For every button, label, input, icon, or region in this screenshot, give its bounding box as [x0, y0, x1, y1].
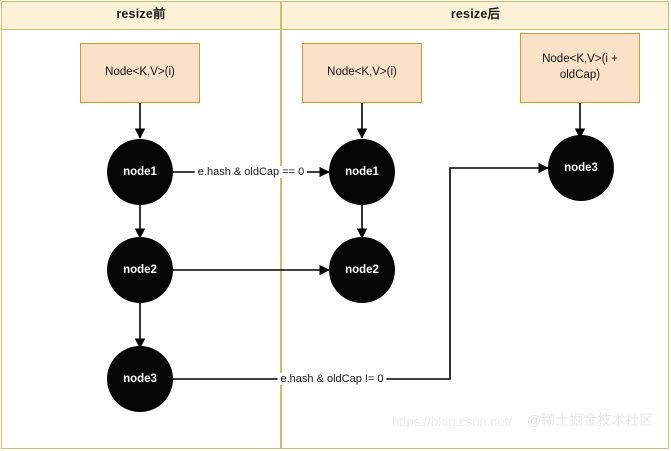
edge-label-low-condition: e.hash & oldCap == 0 — [194, 166, 308, 178]
before-node-node2[interactable]: node2 — [107, 237, 173, 303]
after-node-node1[interactable]: node1 — [329, 139, 395, 205]
header-band — [1, 1, 669, 30]
watermark-brand: @稀土掘金技术社区 — [527, 412, 654, 428]
after-low-bucket-box[interactable]: Node<K,V>(i) — [302, 43, 422, 103]
watermark-url: https://blog.csdn.net/ — [392, 414, 512, 429]
after-node-node2[interactable]: node2 — [329, 237, 395, 303]
after-high-bucket-box[interactable]: Node<K,V>(i + oldCap) — [520, 33, 640, 103]
edge-label-high-condition: e.hash & oldCap != 0 — [277, 373, 387, 385]
panel-header-before: resize前 — [116, 7, 166, 21]
before-bucket-box[interactable]: Node<K,V>(i) — [80, 43, 200, 103]
before-node-node3[interactable]: node3 — [107, 346, 173, 412]
after-node-node3[interactable]: node3 — [548, 135, 614, 201]
before-node-node1[interactable]: node1 — [107, 139, 173, 205]
panel-header-after: resize后 — [450, 7, 501, 21]
